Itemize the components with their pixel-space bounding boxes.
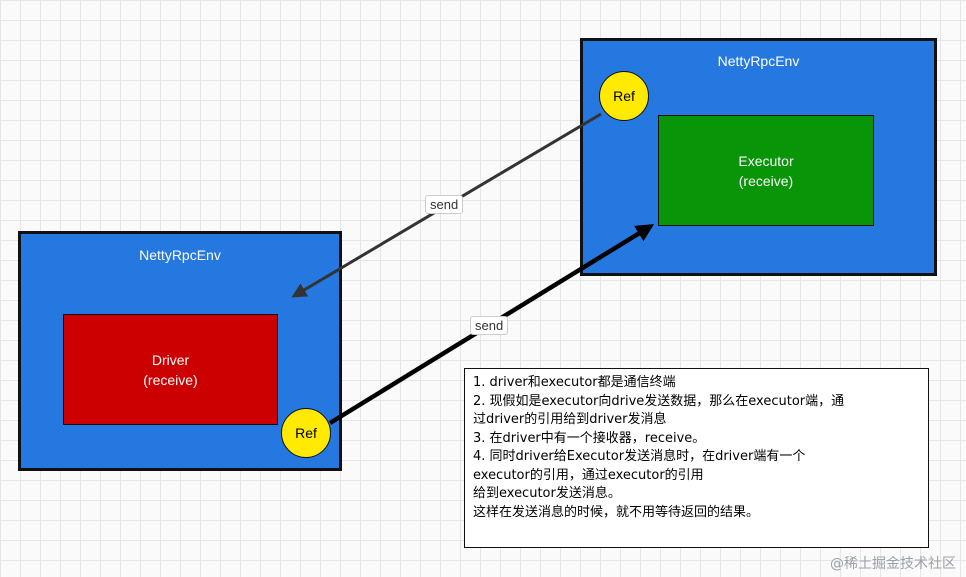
send-label-top: send (425, 195, 464, 214)
send-label-bottom: send (470, 316, 509, 335)
note-line-1: 1. driver和executor都是通信终端 (473, 375, 676, 390)
note-line-5: 4. 同时driver给Executor发送消息时，在driver端有一个 (473, 449, 806, 464)
note-line-4: 3. 在driver中有一个接收器，receive。 (473, 430, 706, 446)
note-line-6: executor的引用，通过executor的引用 (473, 467, 704, 483)
executor-node: Executor (receive) (658, 115, 874, 226)
left-ref-node: Ref (281, 408, 331, 458)
right-ref-node: Ref (599, 71, 649, 121)
explanation-note: 1. driver和executor都是通信终端 2. 现假如是executor… (464, 368, 929, 548)
note-line-3: 过driver的引用给到driver发消息 (473, 412, 667, 427)
watermark: @稀土掘金技术社区 (830, 556, 956, 572)
driver-receive-label: (receive) (143, 371, 198, 388)
executor-label: Executor (738, 152, 794, 169)
right-ref-label: Ref (613, 88, 635, 104)
executor-receive-label: (receive) (738, 172, 794, 189)
left-ref-label: Ref (295, 425, 317, 441)
left-env-title: NettyRpcEnv (139, 247, 221, 263)
driver-node: Driver (receive) (63, 314, 278, 425)
note-line-8: 这样在发送消息的时候，就不用等待返回的结果。 (473, 504, 760, 520)
driver-label: Driver (151, 351, 190, 368)
note-line-2: 2. 现假如是executor向drive发送数据，那么在executor端，通 (473, 393, 845, 409)
note-line-7: 给到executor发送消息。 (473, 486, 621, 501)
right-env-title: NettyRpcEnv (717, 53, 800, 69)
